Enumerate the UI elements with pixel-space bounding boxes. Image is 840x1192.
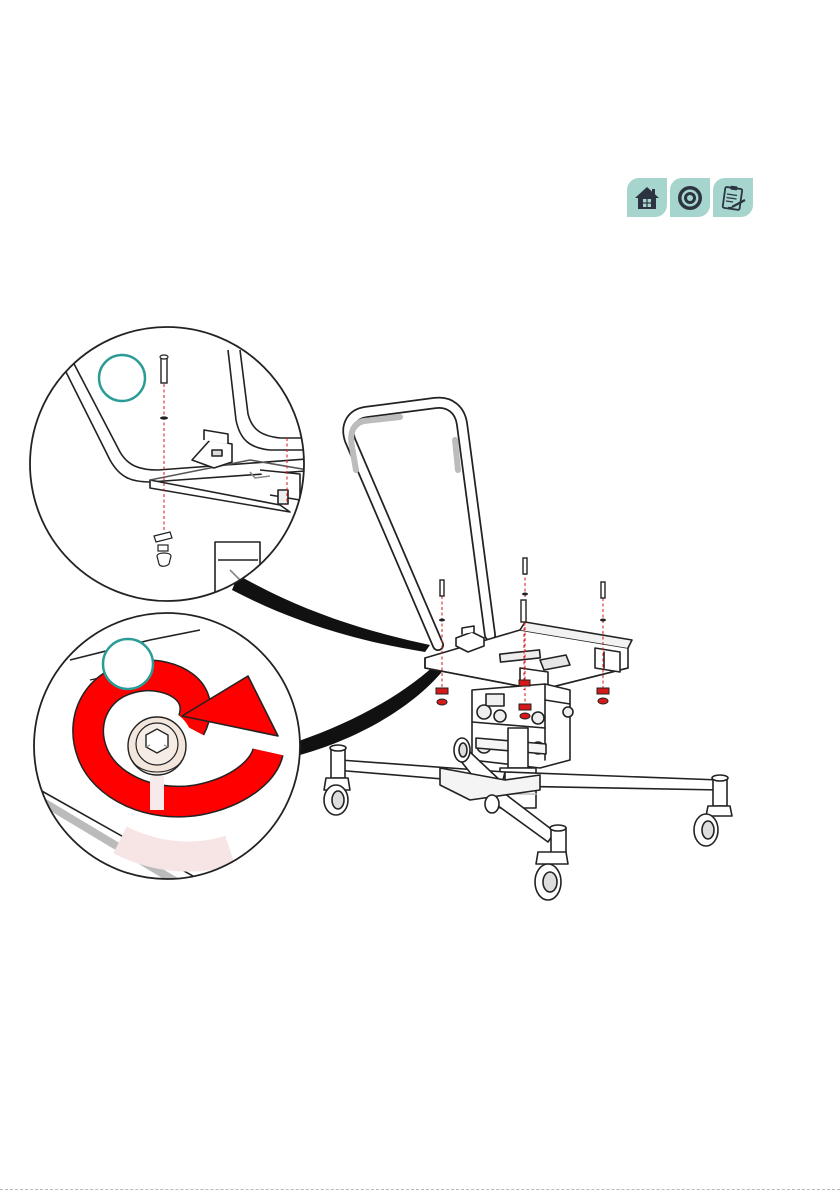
- notes-button[interactable]: [713, 178, 753, 217]
- callout-b: [103, 639, 153, 689]
- callout-a: [99, 355, 145, 401]
- caster-left: [324, 745, 350, 815]
- page-bottom-rule: [0, 1189, 840, 1190]
- detail-view-bottom: [34, 613, 300, 890]
- clipboard-icon: [718, 183, 748, 213]
- home-icon: [632, 183, 662, 213]
- chair-drawing: [324, 403, 732, 900]
- leader-top: [232, 575, 430, 652]
- assembly-illustration: [0, 320, 840, 910]
- nav-icon-bar: [627, 178, 753, 217]
- home-button[interactable]: [627, 178, 667, 217]
- detail-view-top: [30, 327, 320, 601]
- leader-bottom: [296, 660, 445, 755]
- target-icon: [675, 183, 705, 213]
- parts-button[interactable]: [670, 178, 710, 217]
